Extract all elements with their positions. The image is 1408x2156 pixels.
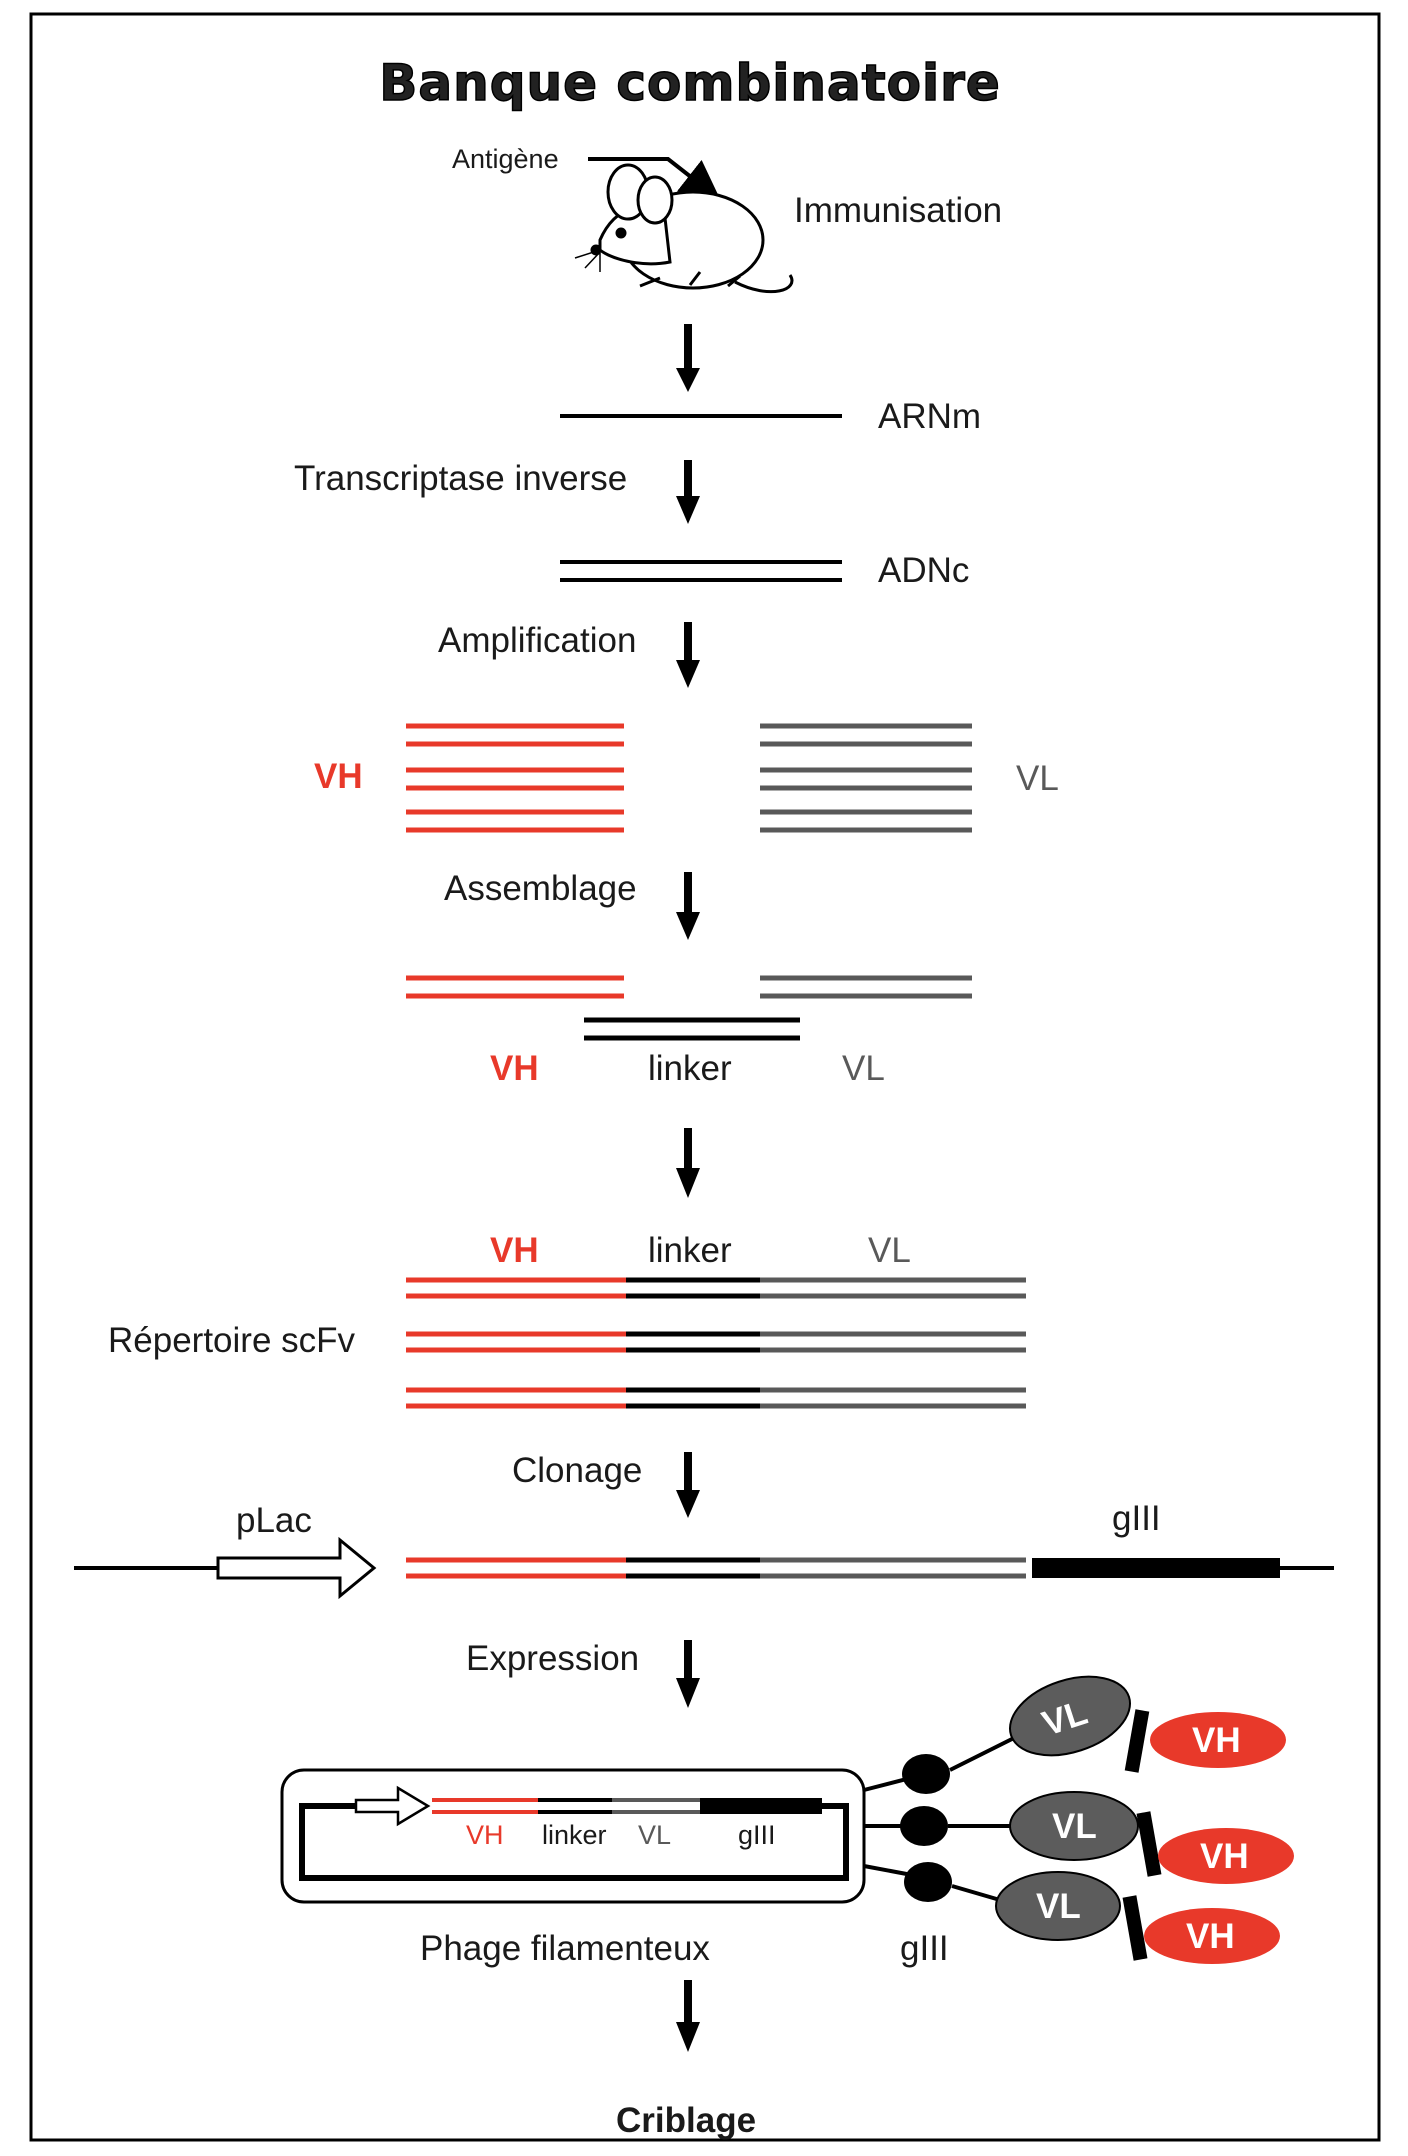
g3-gene-block bbox=[1032, 1558, 1280, 1578]
displayed-scfv-top: VL VH bbox=[863, 1675, 1286, 1794]
cdna-strands bbox=[560, 560, 842, 582]
down-arrow-icon bbox=[676, 1452, 700, 1518]
vh-assembly-strands bbox=[406, 975, 624, 999]
phagemid-loop bbox=[299, 1803, 849, 1881]
down-arrow-icon bbox=[676, 872, 700, 940]
down-arrow-icon bbox=[676, 324, 700, 392]
vh-domain-bottom: VH bbox=[1186, 1917, 1235, 1956]
g3-label-phage: gIII bbox=[738, 1820, 776, 1850]
vh-amplified-strands bbox=[406, 723, 624, 833]
phage-label: Phage filamenteux bbox=[420, 1929, 710, 1968]
vl-label-amplified: VL bbox=[1016, 759, 1059, 798]
vl-label-repertoire: VL bbox=[868, 1231, 911, 1270]
immunisation-label: Immunisation bbox=[794, 191, 1002, 230]
down-arrow-icon bbox=[676, 622, 700, 688]
vl-assembly-strands bbox=[760, 975, 972, 999]
linker-label-repertoire: linker bbox=[648, 1231, 732, 1270]
mrna-label: ARNm bbox=[878, 397, 981, 436]
phagemid-promoter-arrow bbox=[354, 1785, 431, 1827]
plac-promoter-arrow bbox=[216, 1536, 377, 1600]
phagemid-g3-block bbox=[700, 1798, 822, 1814]
scfv-construct-3 bbox=[406, 1387, 1026, 1409]
reverse-transcriptase-label: Transcriptase inverse bbox=[294, 459, 627, 498]
repertoire-label: Répertoire scFv bbox=[108, 1321, 356, 1360]
screening-label: Criblage bbox=[616, 2101, 756, 2140]
figure-frame bbox=[29, 12, 1381, 2142]
antigen-label: Antigène bbox=[452, 144, 559, 174]
cloning-label: Clonage bbox=[512, 1451, 642, 1490]
vl-domain-middle: VL bbox=[1052, 1807, 1097, 1846]
vh-label-repertoire: VH bbox=[490, 1231, 539, 1270]
vector-scfv-insert bbox=[406, 1557, 1026, 1579]
vh-label-amplified: VH bbox=[314, 757, 363, 796]
vh-domain-middle: VH bbox=[1200, 1837, 1249, 1876]
vh-label-phage: VH bbox=[466, 1820, 504, 1850]
plac-label: pLac bbox=[236, 1501, 312, 1540]
assembly-label: Assemblage bbox=[444, 869, 637, 908]
down-arrow-icon bbox=[676, 460, 700, 524]
cdna-label: ADNc bbox=[878, 551, 969, 590]
g3-label-vector: gIII bbox=[1112, 1499, 1161, 1538]
vh-label-assembly: VH bbox=[490, 1049, 539, 1088]
down-arrow-icon bbox=[676, 1128, 700, 1198]
linker-label-assembly: linker bbox=[648, 1049, 732, 1088]
vl-domain-bottom: VL bbox=[1036, 1887, 1081, 1926]
scfv-construct-1 bbox=[406, 1277, 1026, 1299]
linker-label-phage: linker bbox=[542, 1820, 607, 1850]
displayed-scfv-bottom: VL VH bbox=[863, 1862, 1280, 1964]
expression-label: Expression bbox=[466, 1639, 639, 1678]
antigen-arrow bbox=[588, 157, 721, 201]
down-arrow-icon bbox=[676, 1980, 700, 2052]
amplification-label: Amplification bbox=[438, 621, 636, 660]
vl-label-assembly: VL bbox=[842, 1049, 885, 1088]
vh-domain-top: VH bbox=[1192, 1721, 1241, 1760]
g3-label-protein: gIII bbox=[900, 1929, 949, 1968]
scfv-construct-2 bbox=[406, 1331, 1026, 1353]
figure-title: Banque combinatoire bbox=[379, 54, 1000, 112]
phagemid-insert bbox=[432, 1798, 700, 1814]
mouse-icon bbox=[574, 163, 794, 294]
vl-amplified-strands bbox=[760, 723, 972, 833]
down-arrow-icon bbox=[676, 1640, 700, 1708]
displayed-scfv-middle: VL VH bbox=[864, 1791, 1294, 1884]
vl-label-phage: VL bbox=[638, 1820, 671, 1850]
linker-assembly-strands bbox=[584, 1017, 800, 1041]
